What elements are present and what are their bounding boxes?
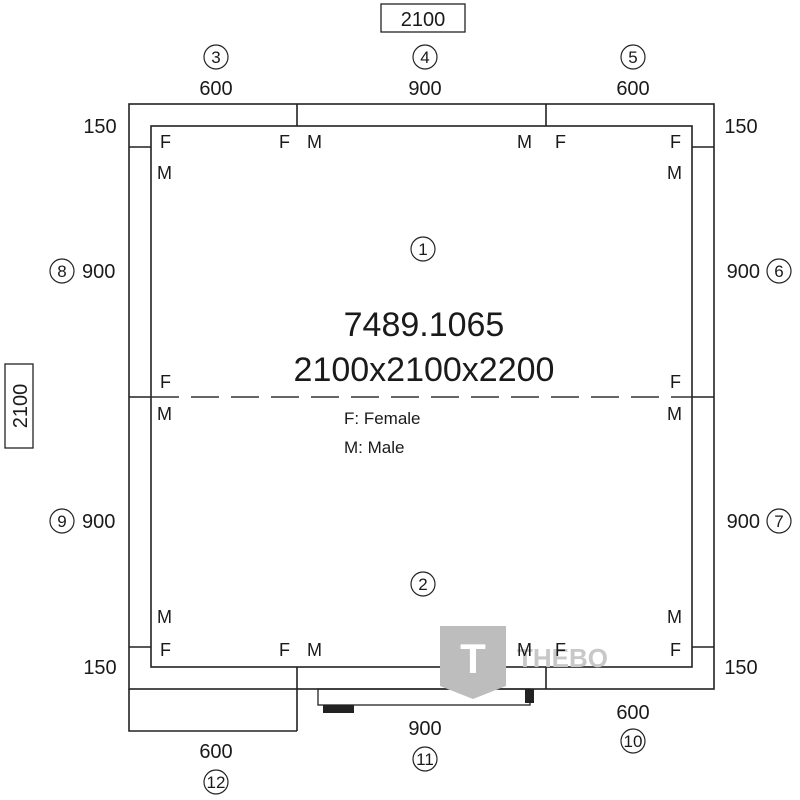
door-handle (525, 689, 534, 703)
panel-6-dim: 900 (727, 261, 760, 283)
product-size: 2100x2100x2200 (294, 351, 555, 389)
panel-11-dim: 900 (408, 718, 441, 740)
panel-3-number: 3 (211, 48, 220, 67)
connector-female: F (555, 132, 566, 152)
panel-9-dim: 900 (82, 511, 115, 533)
connector-male: M (157, 404, 172, 424)
connector-female: F (160, 132, 171, 152)
corner-dim-bottom-left: 150 (83, 657, 116, 679)
overall-width-box (380, 3, 466, 33)
brand-shield-icon (440, 626, 506, 699)
panel-12-extension (128, 689, 297, 732)
brand-watermark: T THEBO (440, 626, 608, 699)
floor-panel-2-number: 2 (418, 575, 427, 594)
panel-number-circle (412, 44, 438, 70)
connector-male: M (307, 640, 322, 660)
panel-number-circle (49, 258, 75, 284)
legend-male: M: Male (344, 438, 404, 457)
panel-9-number: 9 (57, 512, 66, 531)
connector-female: F (670, 132, 681, 152)
overall-left: 2100 (4, 363, 34, 449)
panel-number-circle (49, 508, 75, 534)
panel-number-circle (412, 746, 438, 772)
connector-female: F (670, 372, 681, 392)
connector-male: M (157, 607, 172, 627)
connector-female: F (555, 640, 566, 660)
connector-female: F (279, 132, 290, 152)
panel-7-number: 7 (774, 512, 783, 531)
connector-markers: F M F M M F F M F M F M M F F M M F M F (157, 132, 682, 660)
overall-top: 2100 (380, 3, 466, 33)
panel-5-number: 5 (628, 48, 637, 67)
brand-name: THEBO (517, 643, 608, 673)
door-hinge (323, 705, 354, 713)
panel-12-number: 12 (207, 773, 226, 792)
panel-number-circle (620, 728, 646, 754)
panel-4-dim: 900 (408, 78, 441, 100)
connector-female: F (279, 640, 290, 660)
product-code: 7489.1065 (344, 306, 505, 344)
door-leaf (317, 688, 531, 706)
panel-4-number: 4 (420, 48, 429, 67)
panel-10-dim: 600 (616, 702, 649, 724)
overall-height-box (4, 363, 34, 449)
panel-10-number: 10 (624, 732, 643, 751)
panel-8-number: 8 (57, 262, 66, 281)
corner-dim-bottom-right: 150 (724, 657, 757, 679)
connector-male: M (667, 163, 682, 183)
panel-3-dim: 600 (199, 78, 232, 100)
panel-7-dim: 900 (727, 511, 760, 533)
connector-female: F (670, 640, 681, 660)
connector-male: M (667, 607, 682, 627)
panel-5-dim: 600 (616, 78, 649, 100)
floor-number-circle (410, 571, 436, 597)
panel-8-dim: 900 (82, 261, 115, 283)
connector-male: M (307, 132, 322, 152)
connector-male: M (667, 404, 682, 424)
overall-height: 2100 (10, 384, 32, 429)
panel-11-number: 11 (416, 750, 434, 769)
room-outline (128, 103, 715, 732)
door (317, 688, 534, 713)
legend-female: F: Female (344, 409, 421, 428)
overall-width: 2100 (401, 9, 446, 31)
panel-number-circle (766, 508, 792, 534)
floor-number-circle (410, 236, 436, 262)
brand-logo-letter: T (460, 635, 486, 682)
corner-dim-top-left: 150 (83, 116, 116, 138)
panel-number-circle (203, 769, 229, 795)
corner-dim-top-right: 150 (724, 116, 757, 138)
connector-female: F (160, 372, 171, 392)
connector-female: F (160, 640, 171, 660)
panel-number-circle (203, 44, 229, 70)
connector-male: M (157, 163, 172, 183)
connector-male: M (517, 640, 532, 660)
panel-number-circle (620, 44, 646, 70)
panel-number-circle (766, 258, 792, 284)
panel-6-number: 6 (774, 262, 783, 281)
panel-12-dim: 600 (199, 741, 232, 763)
floor-panel-1-number: 1 (418, 240, 427, 259)
connector-male: M (517, 132, 532, 152)
